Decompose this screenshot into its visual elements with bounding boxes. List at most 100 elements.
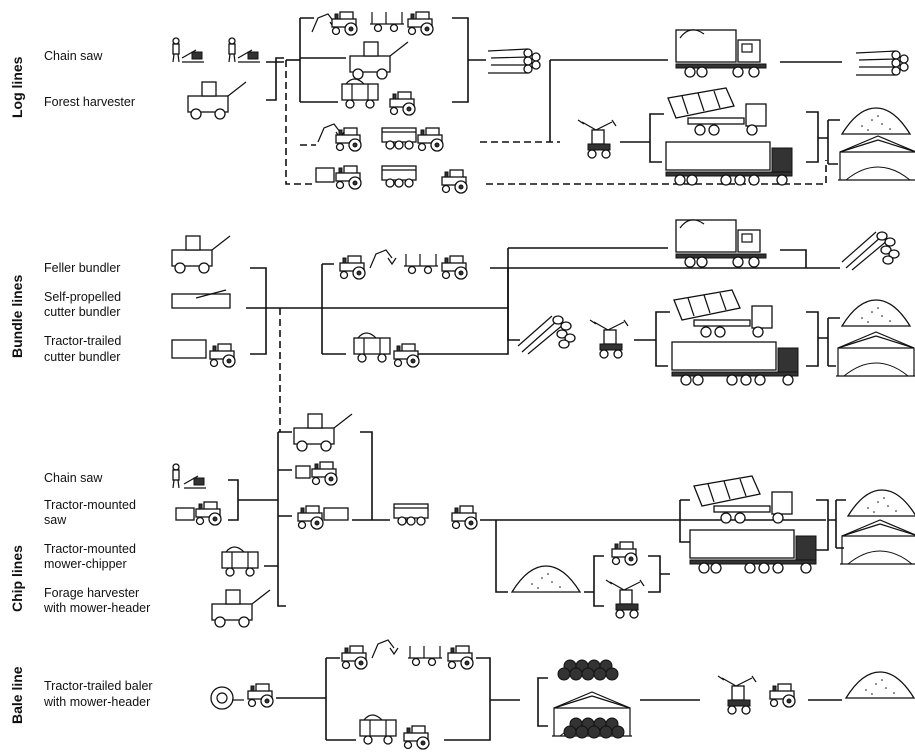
tractor-icon: [331, 11, 358, 36]
tractor-icon: [339, 255, 366, 280]
worker-icon: [228, 37, 236, 63]
bale-stack-icon: [557, 659, 619, 681]
label-baler-2: with mower-header: [43, 695, 150, 709]
chip-pile-icon: [841, 107, 911, 135]
tractor-icon: [341, 645, 368, 670]
tractor-icon: [441, 169, 468, 194]
label-tractor-mounted-saw-2: saw: [44, 513, 67, 527]
log-trailer-icon: [407, 645, 443, 667]
bundle-lines-group: [171, 219, 915, 386]
forwarder-icon: [359, 714, 397, 745]
forwarder-icon: [353, 332, 391, 363]
label-feller-bundler: Feller bundler: [44, 261, 120, 275]
tractor-icon: [451, 505, 478, 530]
forwarder-icon: [349, 41, 409, 80]
tractor-icon: [335, 165, 362, 190]
tractor-icon: [393, 343, 420, 368]
section-title-chip-lines: Chip lines: [9, 545, 25, 612]
crane-icon: [371, 639, 399, 659]
container-truck-icon: [693, 475, 793, 524]
forwarder-icon: [341, 78, 379, 109]
label-self-propelled-1: Self-propelled: [44, 290, 121, 304]
cutter-bundler-icon: [171, 339, 207, 359]
log-pile-icon: [487, 48, 541, 74]
container-truck-icon: [673, 289, 773, 338]
forest-harvester-icon: [187, 81, 247, 120]
label-baler-1: Tractor-trailed baler: [44, 679, 153, 693]
cutter-bundler-icon: [171, 293, 231, 309]
tractor-icon: [195, 501, 222, 526]
chainsaw-icon: [181, 49, 205, 63]
label-self-propelled-2: cutter bundler: [44, 305, 120, 319]
semi-trailer-truck-icon: [689, 529, 817, 574]
bale-line-group: [210, 639, 915, 750]
trailer-icon: [381, 127, 417, 150]
timber-truck-icon: [675, 29, 767, 78]
semi-trailer-truck-icon: [671, 341, 799, 386]
trailer-icon: [381, 165, 417, 188]
chip-pile-icon: [847, 489, 915, 517]
crane-icon: [369, 249, 397, 269]
storage-shed-icon: [835, 331, 915, 377]
forage-harvester-icon: [211, 589, 271, 628]
storage-shed-icon: [837, 135, 915, 181]
loader-icon: [605, 579, 645, 619]
chainsaw-icon: [237, 49, 261, 63]
bale-stack-icon: [563, 717, 625, 739]
storage-shed-icon: [839, 519, 915, 565]
timber-truck-icon: [675, 219, 767, 268]
chip-pile-icon: [511, 565, 581, 593]
log-lines-group: [172, 11, 915, 194]
baler-icon: [210, 686, 245, 710]
semi-trailer-truck-icon: [665, 141, 793, 186]
loader-icon: [577, 119, 617, 159]
label-mower-chipper-1: Tractor-mounted: [44, 542, 136, 556]
tractor-icon: [389, 91, 416, 116]
tractor-icon: [407, 11, 434, 36]
label-forage-harvester-2: with mower-header: [43, 601, 150, 615]
worker-icon: [172, 463, 180, 489]
mower-chipper-icon: [221, 546, 259, 577]
trailer-icon: [393, 503, 429, 526]
feller-bundler-icon: [171, 235, 231, 274]
chip-lines-group: [172, 413, 915, 628]
bundle-pile-icon: [841, 231, 900, 271]
label-forest-harvester: Forest harvester: [44, 95, 135, 109]
label-forage-harvester-1: Forage harvester: [44, 586, 139, 600]
tractor-icon: [769, 683, 796, 708]
tractor-icon: [447, 645, 474, 670]
label-chip-chain-saw: Chain saw: [44, 471, 103, 485]
tractor-icon: [403, 725, 430, 750]
tractor-icon: [335, 127, 362, 152]
tractor-icon: [311, 461, 338, 486]
section-title-bundle-lines: Bundle lines: [9, 275, 25, 358]
bale-grab-icon: [717, 675, 757, 715]
tractor-icon: [247, 683, 274, 708]
section-title-bale-line: Bale line: [9, 666, 25, 724]
label-tractor-trailed-2: cutter bundler: [44, 350, 120, 364]
bundle-pile-icon: [517, 315, 576, 355]
tractor-icon: [417, 127, 444, 152]
label-log-chain-saw: Chain saw: [44, 49, 103, 63]
tractor-icon: [297, 505, 324, 530]
log-trailer-icon: [403, 253, 439, 275]
label-tractor-mounted-saw-1: Tractor-mounted: [44, 498, 136, 512]
chip-pile-icon: [841, 299, 911, 327]
tractor-icon: [611, 541, 638, 566]
label-mower-chipper-2: mower-chipper: [44, 557, 127, 571]
tractor-icon: [209, 343, 236, 368]
worker-icon: [172, 37, 180, 63]
saw-icon: [175, 507, 195, 521]
chip-pile-icon: [845, 671, 915, 699]
loader-icon: [589, 319, 629, 359]
label-tractor-trailed-1: Tractor-trailed: [44, 334, 121, 348]
log-pile-icon: [855, 50, 909, 76]
forage-harvester-icon: [293, 413, 353, 452]
section-title-log-lines: Log lines: [9, 56, 25, 118]
chainsaw-icon: [183, 475, 207, 489]
container-truck-icon: [667, 87, 767, 136]
tractor-icon: [441, 255, 468, 280]
log-trailer-icon: [369, 11, 405, 33]
chipper-icon: [315, 167, 335, 183]
